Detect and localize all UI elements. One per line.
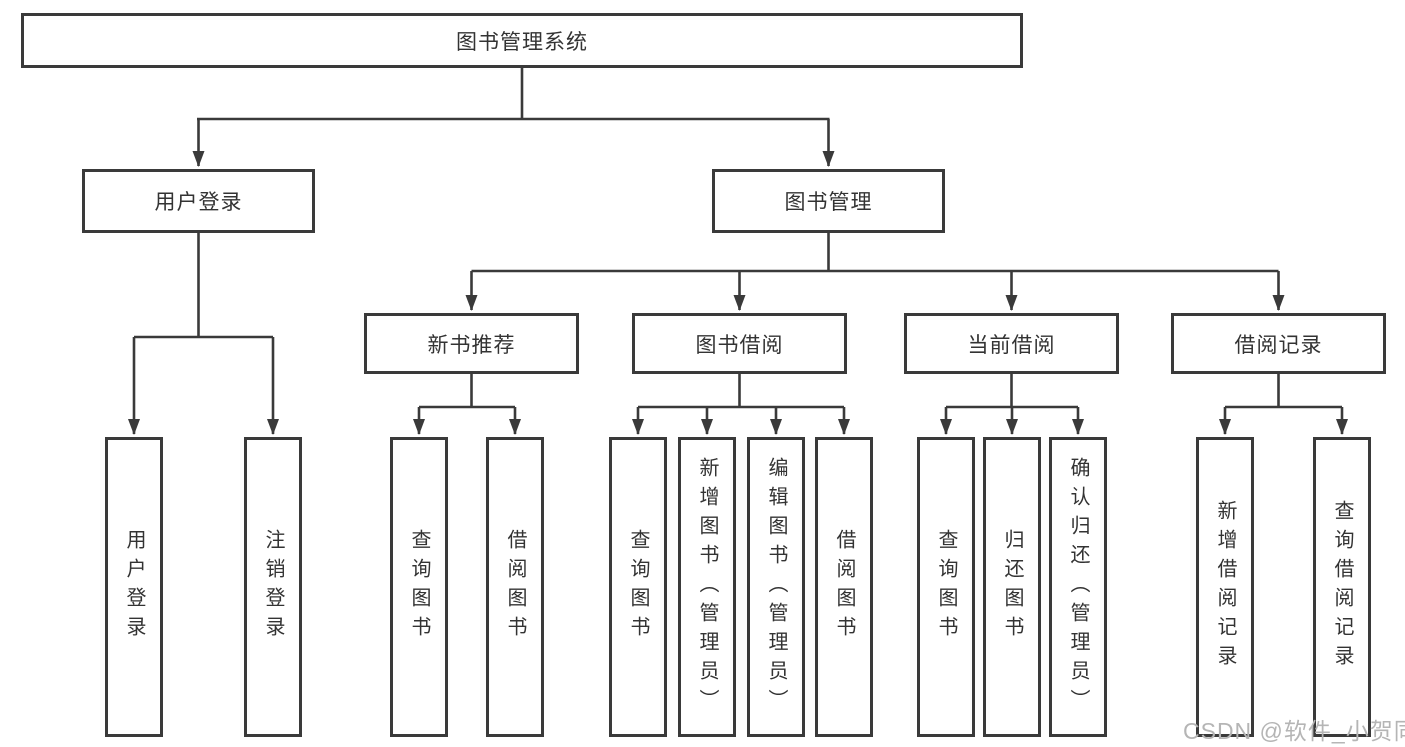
node-label: 借阅记录 — [1234, 333, 1323, 357]
node-user-login: 用户登录 — [82, 169, 315, 233]
leaf-label: 查询借阅记录 — [1331, 500, 1353, 674]
leaf-query-books-recommend: 查询图书 — [390, 437, 448, 737]
leaf-label: 确认归还（管理员） — [1067, 456, 1089, 718]
node-label: 新书推荐 — [427, 333, 516, 357]
node-label: 图书借阅 — [695, 333, 784, 357]
leaf-label: 新增图书（管理员） — [696, 456, 718, 718]
leaf-add-borrow-record: 新增借阅记录 — [1196, 437, 1254, 737]
leaf-label: 编辑图书（管理员） — [765, 456, 787, 718]
leaf-label: 借阅图书 — [504, 529, 526, 645]
node-book-management: 图书管理 — [712, 169, 945, 233]
leaf-label: 查询图书 — [627, 529, 649, 645]
node-label: 用户登录 — [154, 191, 243, 214]
node-library-management-system: 图书管理系统 — [21, 13, 1023, 68]
leaf-user-login: 用户登录 — [105, 437, 163, 737]
leaf-confirm-return-admin: 确认归还（管理员） — [1049, 437, 1107, 737]
node-label: 当前借阅 — [967, 333, 1056, 357]
node-borrow-records: 借阅记录 — [1171, 313, 1386, 374]
leaf-label: 查询图书 — [935, 529, 957, 645]
leaf-edit-books-admin: 编辑图书（管理员） — [747, 437, 805, 737]
leaf-borrow-books-recommend: 借阅图书 — [486, 437, 544, 737]
leaf-label: 借阅图书 — [833, 529, 855, 645]
leaf-label: 查询图书 — [408, 529, 430, 645]
csdn-watermark: CSDN @软件_小贺同学 — [1183, 718, 1405, 744]
leaf-query-books-current: 查询图书 — [917, 437, 975, 737]
leaf-label: 归还图书 — [1001, 529, 1023, 645]
node-label: 图书管理 — [784, 191, 873, 214]
node-current-borrow: 当前借阅 — [904, 313, 1119, 374]
leaf-query-borrow-record: 查询借阅记录 — [1313, 437, 1371, 737]
leaf-label: 注销登录 — [262, 529, 284, 645]
leaf-borrow-books: 借阅图书 — [815, 437, 873, 737]
node-book-borrow: 图书借阅 — [632, 313, 847, 374]
node-new-book-recommend: 新书推荐 — [364, 313, 579, 374]
node-label: 图书管理系统 — [456, 30, 588, 54]
leaf-label: 用户登录 — [123, 529, 145, 645]
leaf-label: 新增借阅记录 — [1214, 500, 1236, 674]
leaf-query-books-borrow: 查询图书 — [609, 437, 667, 737]
leaf-add-books-admin: 新增图书（管理员） — [678, 437, 736, 737]
leaf-return-books: 归还图书 — [983, 437, 1041, 737]
leaf-logout: 注销登录 — [244, 437, 302, 737]
